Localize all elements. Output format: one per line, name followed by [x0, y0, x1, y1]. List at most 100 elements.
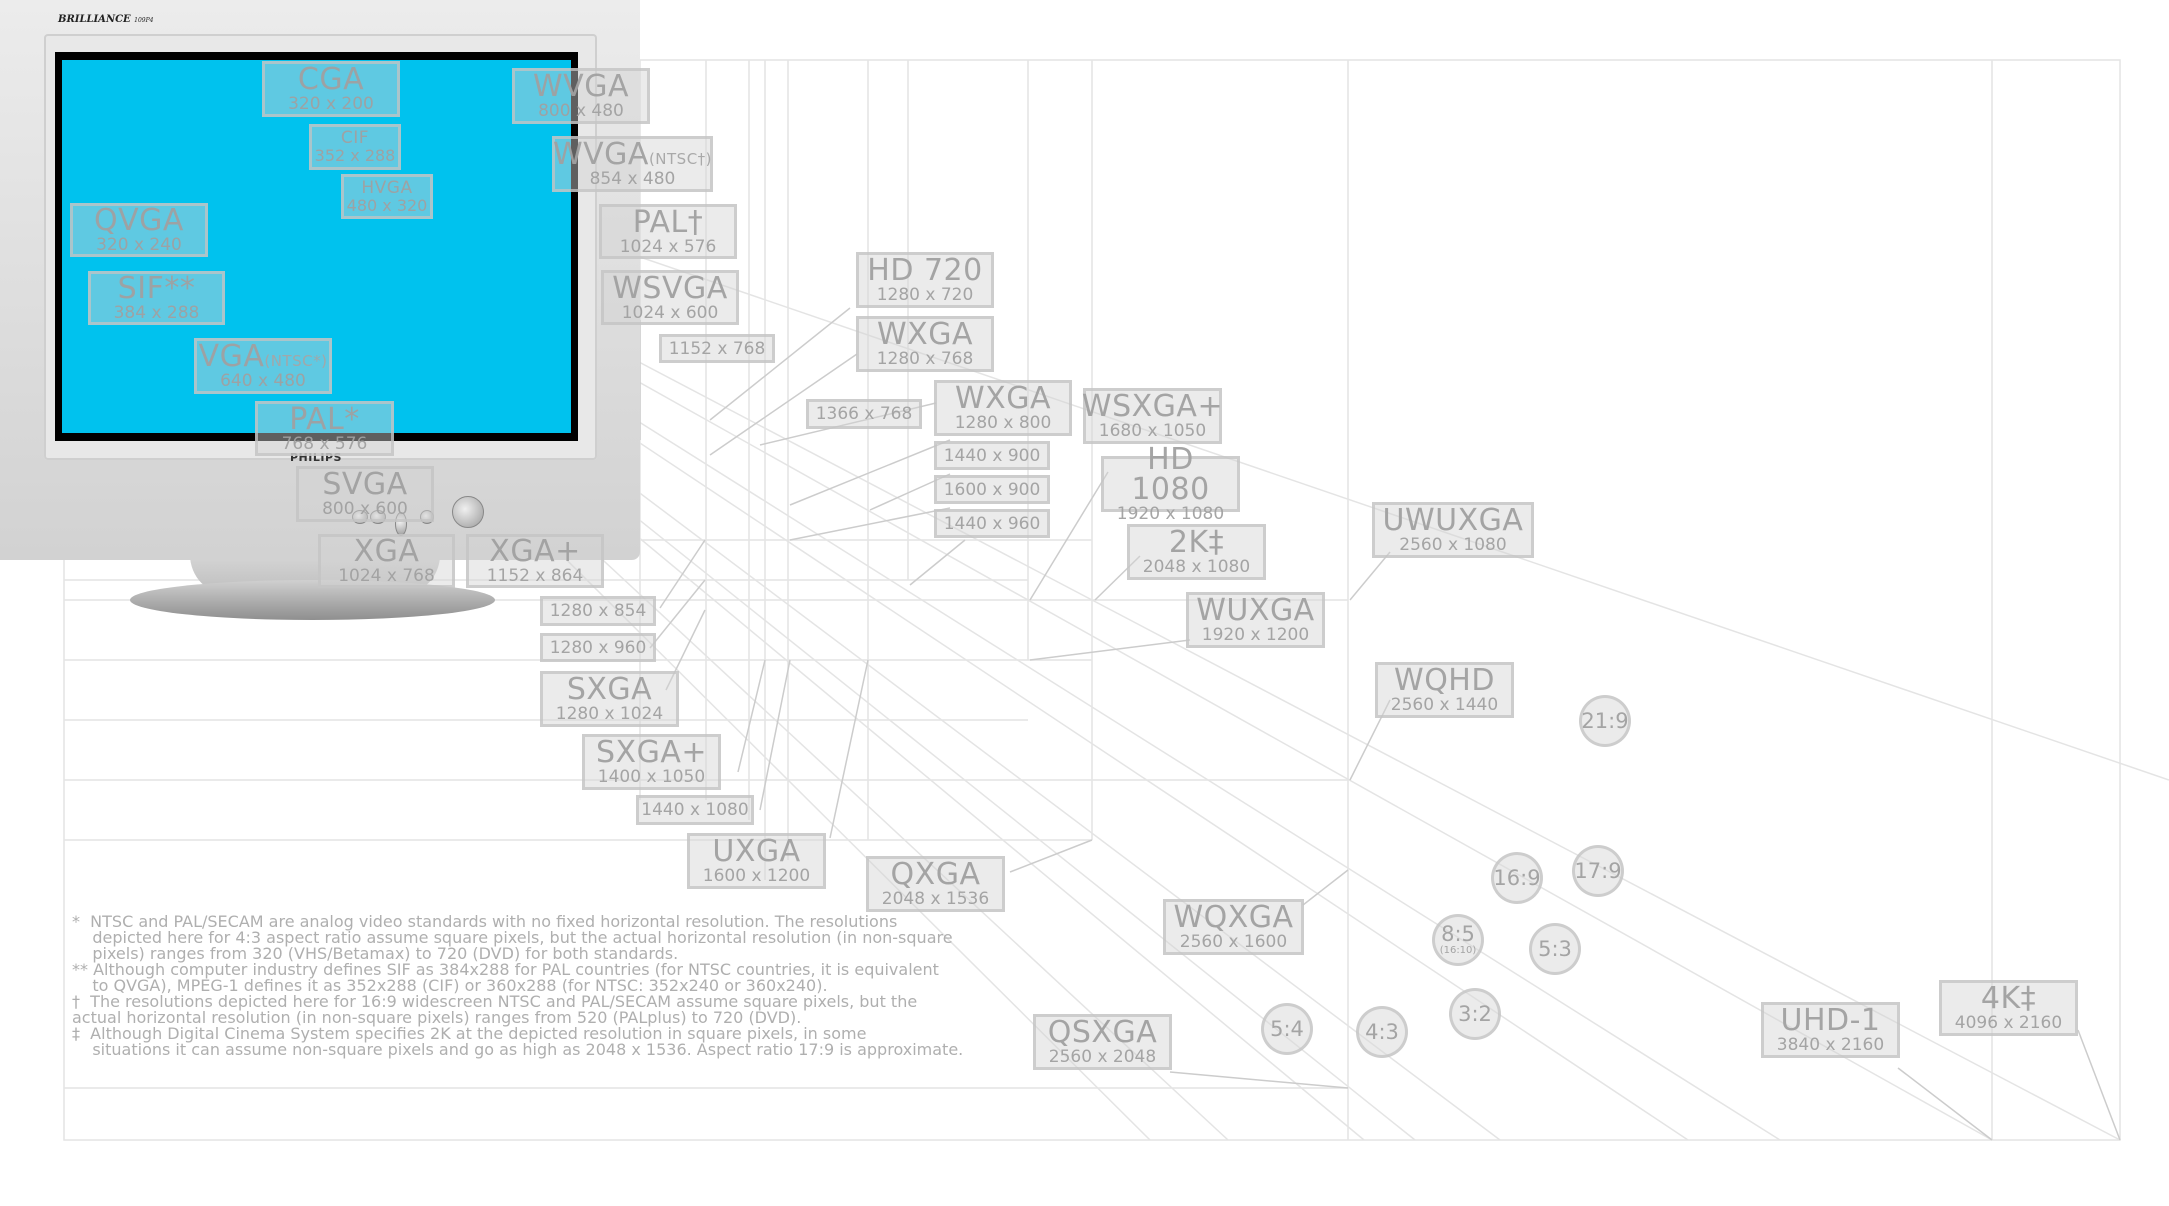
resolution-box-wxga-768: WXGA 1280 x 768	[856, 316, 994, 372]
resolution-note: (NTSC†)	[648, 150, 713, 168]
resolution-box-2k: 2K‡ 2048 x 1080	[1127, 524, 1266, 580]
resolution-dimensions: 1600 x 900	[943, 479, 1041, 500]
aspect-ratio-label: 21:9	[1581, 708, 1629, 733]
resolution-dimensions: 2560 x 1080	[1399, 535, 1507, 555]
resolution-box-cga: CGA 320 x 200	[262, 61, 400, 117]
resolution-dimensions: 1600 x 1200	[702, 866, 811, 886]
resolution-name: UXGA	[712, 834, 801, 869]
resolution-box-hd1080: HD 1080 1920 x 1080	[1101, 445, 1240, 523]
aspect-ratio-3-2: 3:2	[1449, 988, 1501, 1040]
resolution-box-qvga: QVGA 320 x 240	[70, 203, 208, 257]
footnote-line: ** Although computer industry defines SI…	[72, 960, 939, 979]
aspect-ratio-label: 5:3	[1538, 936, 1572, 961]
resolution-name: VGA	[198, 339, 265, 374]
resolution-name: QXGA	[890, 857, 981, 892]
resolution-box-uhd1: UHD-1 3840 x 2160	[1761, 1002, 1900, 1058]
resolution-dimensions: 1440 x 900	[943, 445, 1041, 466]
footnote-line: depicted here for 4:3 aspect ratio assum…	[72, 928, 953, 947]
resolution-box-cif: CIF 352 x 288	[309, 124, 401, 170]
resolution-dimensions: 1024 x 600	[621, 302, 719, 323]
resolution-box-1152x768: 1152 x 768	[659, 334, 775, 363]
resolution-dimensions: 800 x 600	[322, 499, 408, 519]
resolution-name: WSXGA+	[1081, 389, 1224, 424]
resolution-name-line: WVGA(NTSC†)	[553, 140, 712, 170]
resolution-box-wxga-800: WXGA 1280 x 800	[934, 380, 1072, 436]
resolution-dimensions: 640 x 480	[220, 371, 306, 391]
footnote-line: ‡ Although Digital Cinema System specifi…	[72, 1024, 867, 1043]
resolution-dimensions: 1280 x 1024	[555, 704, 664, 724]
resolution-box-qsxga: QSXGA 2560 x 2048	[1033, 1014, 1172, 1070]
resolution-box-pal-wide: PAL† 1024 x 576	[599, 204, 737, 259]
resolution-dimensions: 1440 x 1080	[641, 800, 749, 820]
resolution-box-sif: SIF** 384 x 288	[88, 271, 225, 325]
resolution-dimensions: 3840 x 2160	[1776, 1035, 1885, 1055]
resolution-dimensions: 1280 x 720	[876, 285, 974, 305]
aspect-ratio-21-9: 21:9	[1579, 695, 1631, 747]
monitor-screen	[62, 60, 571, 433]
resolution-box-pal: PAL* 768 x 576	[255, 401, 394, 456]
resolution-box-wqhd: WQHD 2560 x 1440	[1375, 662, 1514, 718]
resolution-dimensions: 1280 x 960	[549, 637, 647, 658]
resolution-name: XGA	[353, 534, 420, 569]
aspect-ratio-label: 16:9	[1493, 865, 1541, 890]
resolution-name: CIF	[340, 128, 370, 148]
resolution-dimensions: 320 x 240	[96, 235, 182, 255]
aspect-ratio-17-9: 17:9	[1572, 845, 1624, 897]
aspect-ratio-label: 5:4	[1270, 1016, 1304, 1041]
resolution-dimensions: 1920 x 1200	[1201, 625, 1310, 645]
aspect-ratio-16-9: 16:9	[1491, 852, 1543, 904]
resolution-dimensions: 1152 x 768	[668, 338, 766, 359]
resolution-name: CGA	[297, 62, 365, 97]
resolution-dimensions: 4096 x 2160	[1954, 1013, 2063, 1033]
resolution-name: WVGA	[552, 137, 649, 172]
footnote-line: situations it can assume non-square pixe…	[72, 1040, 964, 1059]
resolution-name: XGA+	[489, 534, 581, 569]
resolution-dimensions: 2560 x 2048	[1048, 1047, 1157, 1067]
resolution-box-sxgaplus: SXGA+ 1400 x 1050	[582, 734, 721, 790]
resolution-name: 2K‡	[1168, 525, 1225, 560]
resolution-name: QVGA	[94, 203, 184, 238]
footnote-line: † The resolutions depicted here for 16:9…	[72, 992, 918, 1011]
resolution-name: 4K‡	[1980, 981, 2037, 1016]
resolution-box-hvga: HVGA 480 x 320	[341, 174, 433, 219]
resolution-box-wqxga: WQXGA 2560 x 1600	[1163, 899, 1304, 955]
resolution-name: WQXGA	[1173, 900, 1294, 935]
aspect-ratio-label: 3:2	[1458, 1001, 1492, 1026]
resolution-name: UWUXGA	[1382, 503, 1524, 538]
resolution-name: WSVGA	[612, 270, 728, 306]
footnote-line: * NTSC and PAL/SECAM are analog video st…	[72, 912, 898, 931]
resolution-dimensions: 1152 x 864	[486, 566, 584, 586]
resolution-dimensions: 1024 x 768	[338, 566, 435, 586]
footnotes: * NTSC and PAL/SECAM are analog video st…	[72, 914, 992, 1058]
resolution-dimensions: 2560 x 1440	[1390, 695, 1499, 715]
resolution-dimensions: 1920 x 1080	[1116, 504, 1225, 524]
resolution-box-wvga-ntsc: WVGA(NTSC†) 854 x 480	[552, 136, 713, 192]
resolution-name: SXGA+	[595, 735, 707, 770]
aspect-ratio-8-5: 8:5 (16:10)	[1432, 914, 1484, 966]
monitor-brand: BRILLIANCE	[58, 14, 131, 25]
resolution-dimensions: 854 x 480	[589, 169, 676, 189]
monitor-power-knob	[452, 496, 484, 528]
footnote-line: pixels) ranges from 320 (VHS/Betamax) to…	[72, 944, 679, 963]
resolution-box-4k: 4K‡ 4096 x 2160	[1939, 980, 2078, 1036]
resolution-name: WVGA	[533, 69, 629, 104]
aspect-ratio-sublabel: (16:10)	[1439, 945, 1477, 956]
resolution-box-vga: VGA(NTSC*) 640 x 480	[194, 338, 332, 394]
resolution-dimensions: 2560 x 1600	[1179, 932, 1288, 952]
resolution-box-uxga: UXGA 1600 x 1200	[687, 833, 826, 889]
resolution-dimensions: 480 x 320	[346, 195, 428, 215]
aspect-ratio-label: 17:9	[1574, 858, 1622, 883]
resolution-box-wsxgaplus: WSXGA+ 1680 x 1050	[1081, 388, 1224, 444]
resolution-name: HVGA	[361, 177, 413, 198]
crt-monitor-photo: BRILLIANCE 109P4 PHILIPS	[0, 0, 640, 620]
resolution-name: SVGA	[322, 467, 408, 502]
resolution-box-qxga: QXGA 2048 x 1536	[866, 856, 1005, 912]
resolution-box-sxga: SXGA 1280 x 1024	[540, 671, 679, 727]
resolution-name: SIF**	[117, 271, 196, 306]
resolution-box-1600x900: 1600 x 900	[934, 475, 1050, 504]
resolution-box-wuxga: WUXGA 1920 x 1200	[1186, 592, 1325, 648]
resolution-name: PAL*	[289, 401, 360, 437]
resolution-dimensions: 800 x 480	[538, 101, 624, 121]
resolution-box-hd720: HD 720 1280 x 720	[856, 252, 994, 308]
aspect-ratio-5-4: 5:4	[1261, 1003, 1313, 1055]
